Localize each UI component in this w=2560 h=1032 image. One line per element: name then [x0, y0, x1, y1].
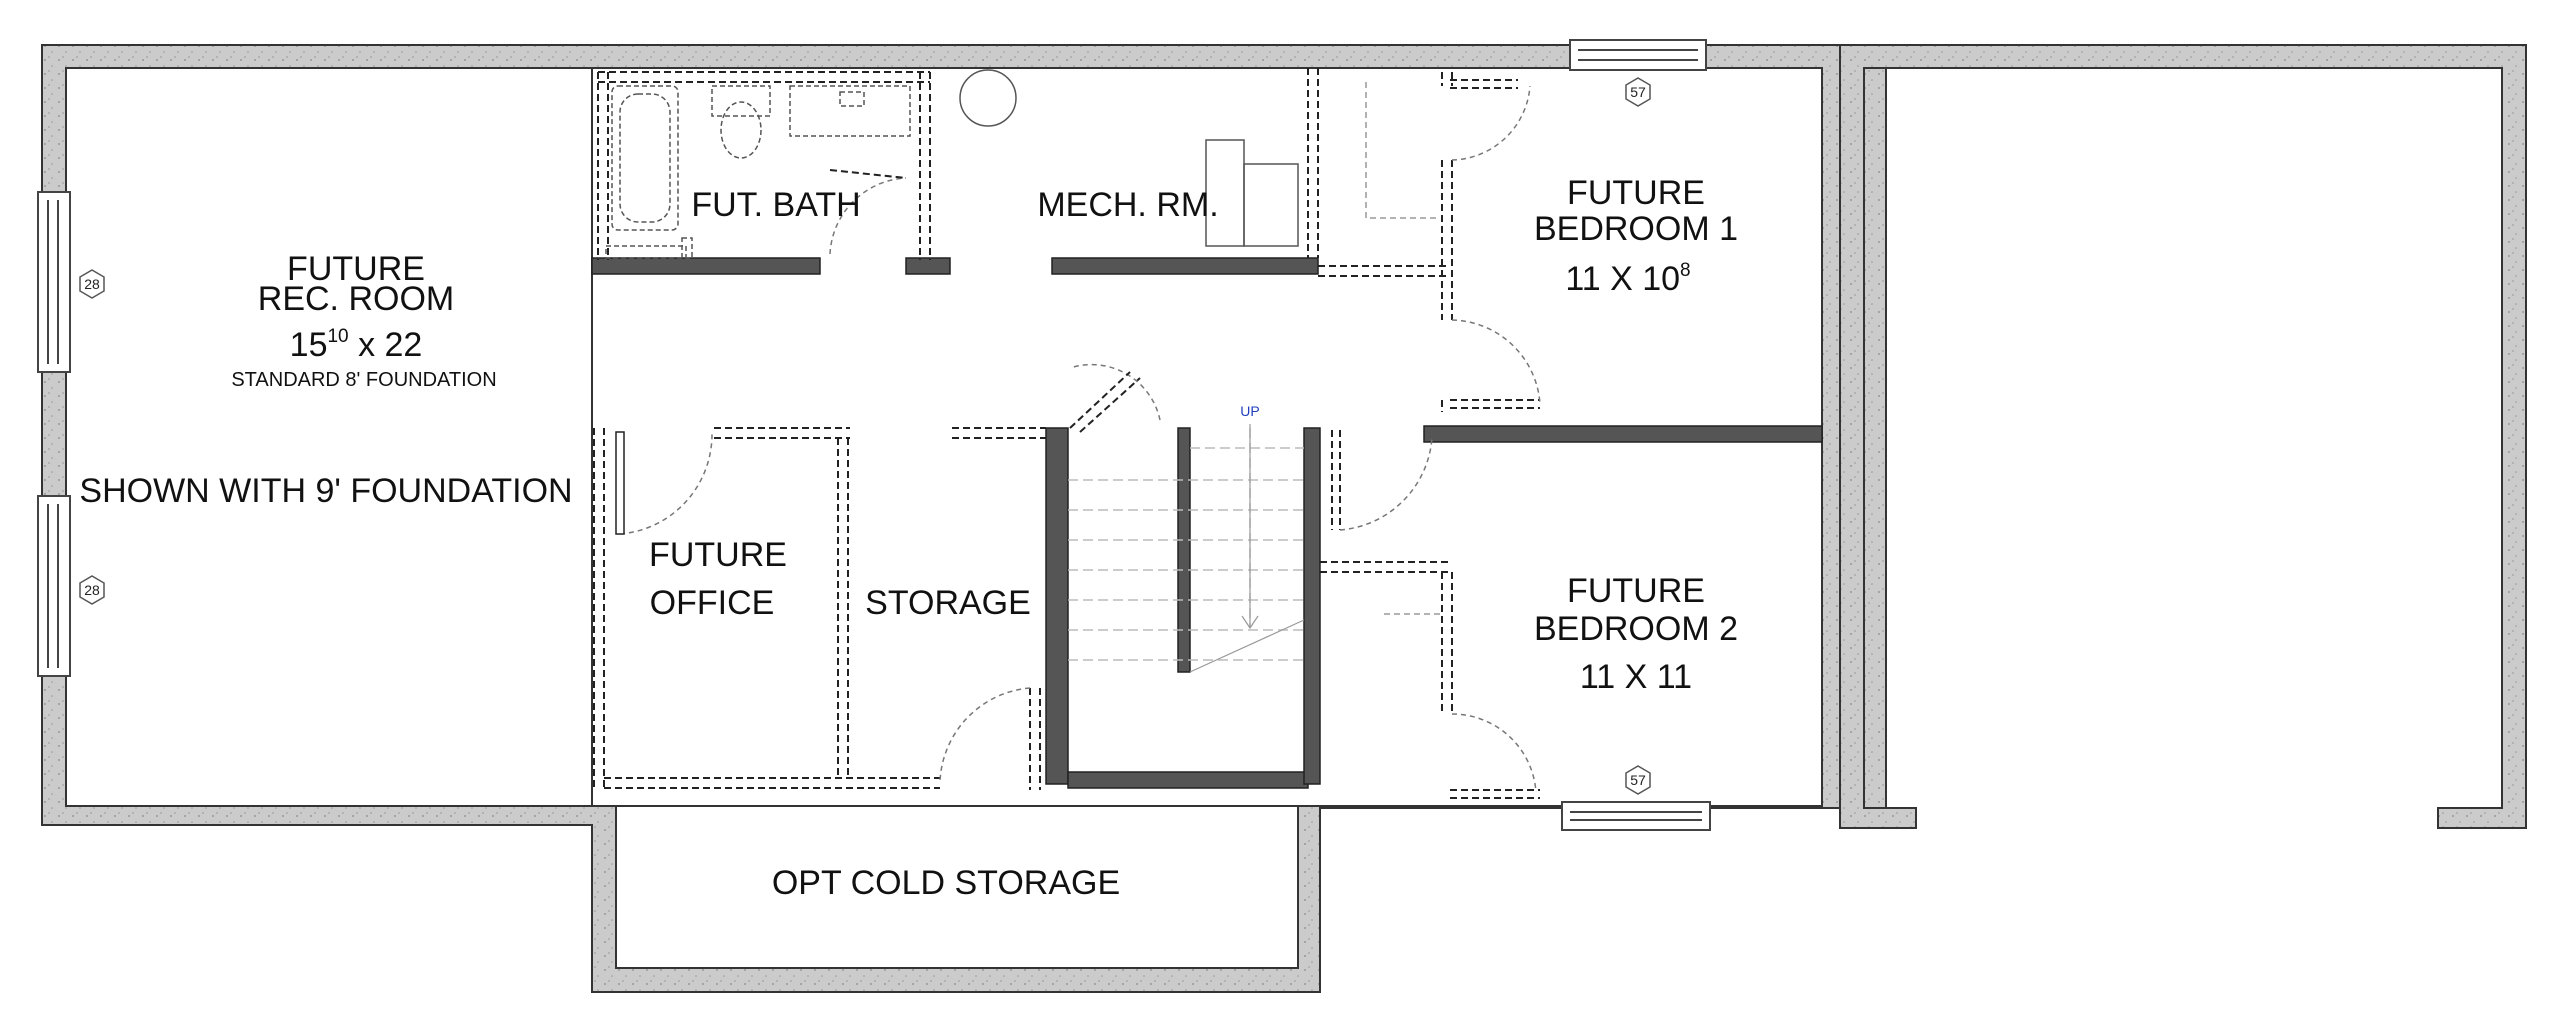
bedroom2-line1: FUTURE	[1567, 572, 1705, 610]
door-leaves	[829, 169, 1141, 433]
windows	[37, 39, 1711, 831]
bedroom2-label: FUTURE BEDROOM 2 11 X 11	[1534, 572, 1738, 696]
foundation-walls	[41, 44, 2527, 993]
office-line2: OFFICE	[650, 584, 775, 622]
rec-room-label: FUTURE REC. ROOM 1510 x 22 STANDARD 8' F…	[79, 250, 572, 510]
bedroom1-line1: FUTURE	[1567, 174, 1705, 212]
bath-label: FUT. BATH	[691, 186, 860, 224]
window-tag-left-bottom: 28	[84, 582, 100, 598]
bedroom2-line2: BEDROOM 2	[1534, 610, 1738, 648]
bedroom1-label: FUTURE BEDROOM 1 11 X 108	[1534, 174, 1738, 298]
office-line1: FUTURE	[649, 536, 787, 574]
bath-fixtures	[605, 85, 911, 259]
rec-room-note: STANDARD 8' FOUNDATION	[231, 369, 496, 391]
stair-arrow	[1189, 424, 1305, 673]
rec-room-size: 1510 x 22	[290, 326, 423, 364]
bedroom1-size-main: 11 X 10	[1565, 260, 1680, 298]
bedroom2-size: 11 X 11	[1580, 658, 1692, 696]
window-tag-bedroom2: 57	[1630, 772, 1646, 788]
mech-fixtures	[959, 69, 1299, 247]
partition-walls	[593, 68, 1540, 799]
interior-walls	[591, 257, 1823, 789]
rec-room-line1: FUTURE	[287, 250, 425, 288]
office-door-leaf	[615, 431, 625, 535]
cold-storage-label: OPT COLD STORAGE	[772, 864, 1120, 902]
rec-room-size-main: 15	[290, 326, 328, 364]
bedroom1-size-sup: 8	[1680, 260, 1691, 281]
bedroom1-size: 11 X 108	[1565, 260, 1690, 298]
rec-room-size-rest: x 22	[349, 326, 423, 364]
rec-room-callout: SHOWN WITH 9' FOUNDATION	[79, 472, 572, 510]
bedroom1-line2: BEDROOM 1	[1534, 210, 1738, 248]
rec-room-line2: REC. ROOM	[258, 280, 454, 318]
bedroom-closet-outlines	[1365, 82, 1440, 615]
window-tag-left-top: 28	[84, 276, 100, 292]
rec-room-size-sup: 10	[327, 326, 348, 347]
storage-label: STORAGE	[865, 584, 1031, 622]
stair-up-label: UP	[1240, 403, 1259, 419]
window-tags	[79, 77, 1651, 795]
window-tag-bedroom1: 57	[1630, 84, 1646, 100]
mech-room-label: MECH. RM.	[1037, 186, 1218, 224]
